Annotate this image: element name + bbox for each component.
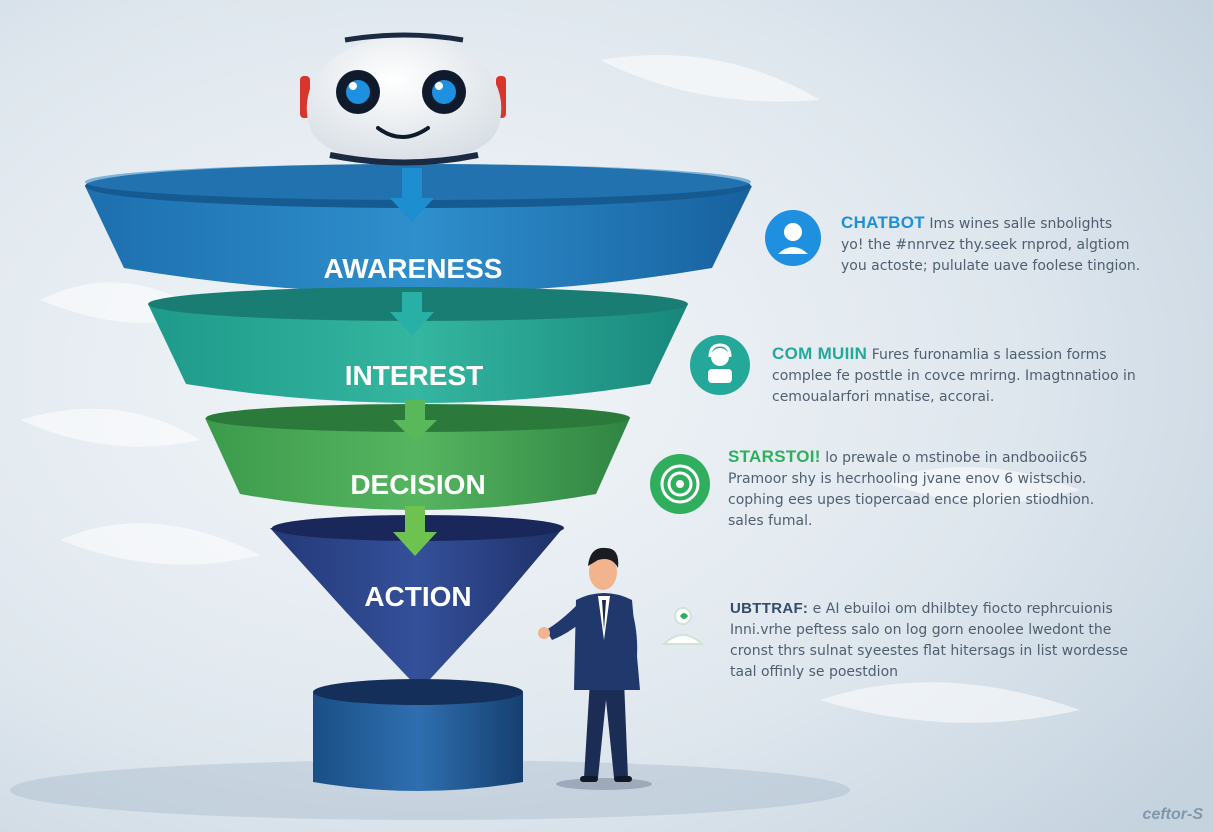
panel-line: yo! the #nnrvez thy.seek rnprod, algtiom	[841, 237, 1130, 253]
agent-headset-icon	[690, 335, 750, 395]
panel-heading: UBTTRAF:	[730, 600, 809, 617]
arrow-down-icon	[393, 400, 437, 442]
panel-line: Inni.vrhe peftess salo on log gorn enool…	[730, 622, 1112, 638]
panel-line: cophing ees upes tiopercaad ence plorien…	[728, 492, 1095, 508]
user-avatar-icon	[765, 210, 821, 266]
base-cylinder	[313, 679, 523, 791]
watermark-logo: ceftor-S	[1142, 806, 1203, 823]
panel-line: you actoste; pululate uave foolese tingi…	[841, 258, 1141, 274]
fingerprint-icon	[650, 454, 710, 514]
panel-line: Ims wines salle snbolights	[929, 216, 1113, 232]
panel-heading: CHATBOT	[841, 213, 925, 232]
panel-line: sales fumal.	[728, 513, 813, 529]
arrow-down-icon	[393, 506, 437, 556]
flow-arrows	[390, 168, 437, 556]
stage-label-action: ACTION	[364, 581, 471, 612]
panel-line: taal offinly se poestdion	[730, 664, 899, 680]
panel-line: lo prewale o mstinobe in andbooiic65	[825, 450, 1088, 466]
funnel-stage-interest	[148, 287, 688, 403]
panel-line: cronst thrs sulnat syeestes flat hitersa…	[730, 643, 1128, 659]
robot-head	[300, 32, 506, 166]
arrow-down-icon	[390, 292, 434, 336]
panel-line: cemoualarfori mnatise, accorai.	[772, 389, 995, 405]
panel-line: e AI ebuiloi om dhilbtey fiocto rephrcui…	[812, 601, 1113, 617]
panel-line: Fures furonamlia s laession forms	[871, 347, 1107, 363]
panel-line: complee fe posttle in covce mrirng. Imag…	[772, 368, 1136, 384]
stage-label-interest: INTEREST	[345, 360, 483, 391]
person-leaf-icon	[658, 602, 708, 648]
robot-smile	[376, 126, 430, 139]
stage-label-awareness: AWARENESS	[324, 253, 503, 284]
businessman-figure	[538, 547, 652, 790]
panel-heading: STARSTOI!	[728, 447, 821, 466]
panel-line: Pramoor shy is hecrhooling jvane enov 6 …	[728, 471, 1087, 487]
panel-heading: COM MUIIN	[772, 344, 868, 363]
stage-label-decision: DECISION	[350, 469, 485, 500]
arrow-down-icon	[390, 168, 434, 222]
